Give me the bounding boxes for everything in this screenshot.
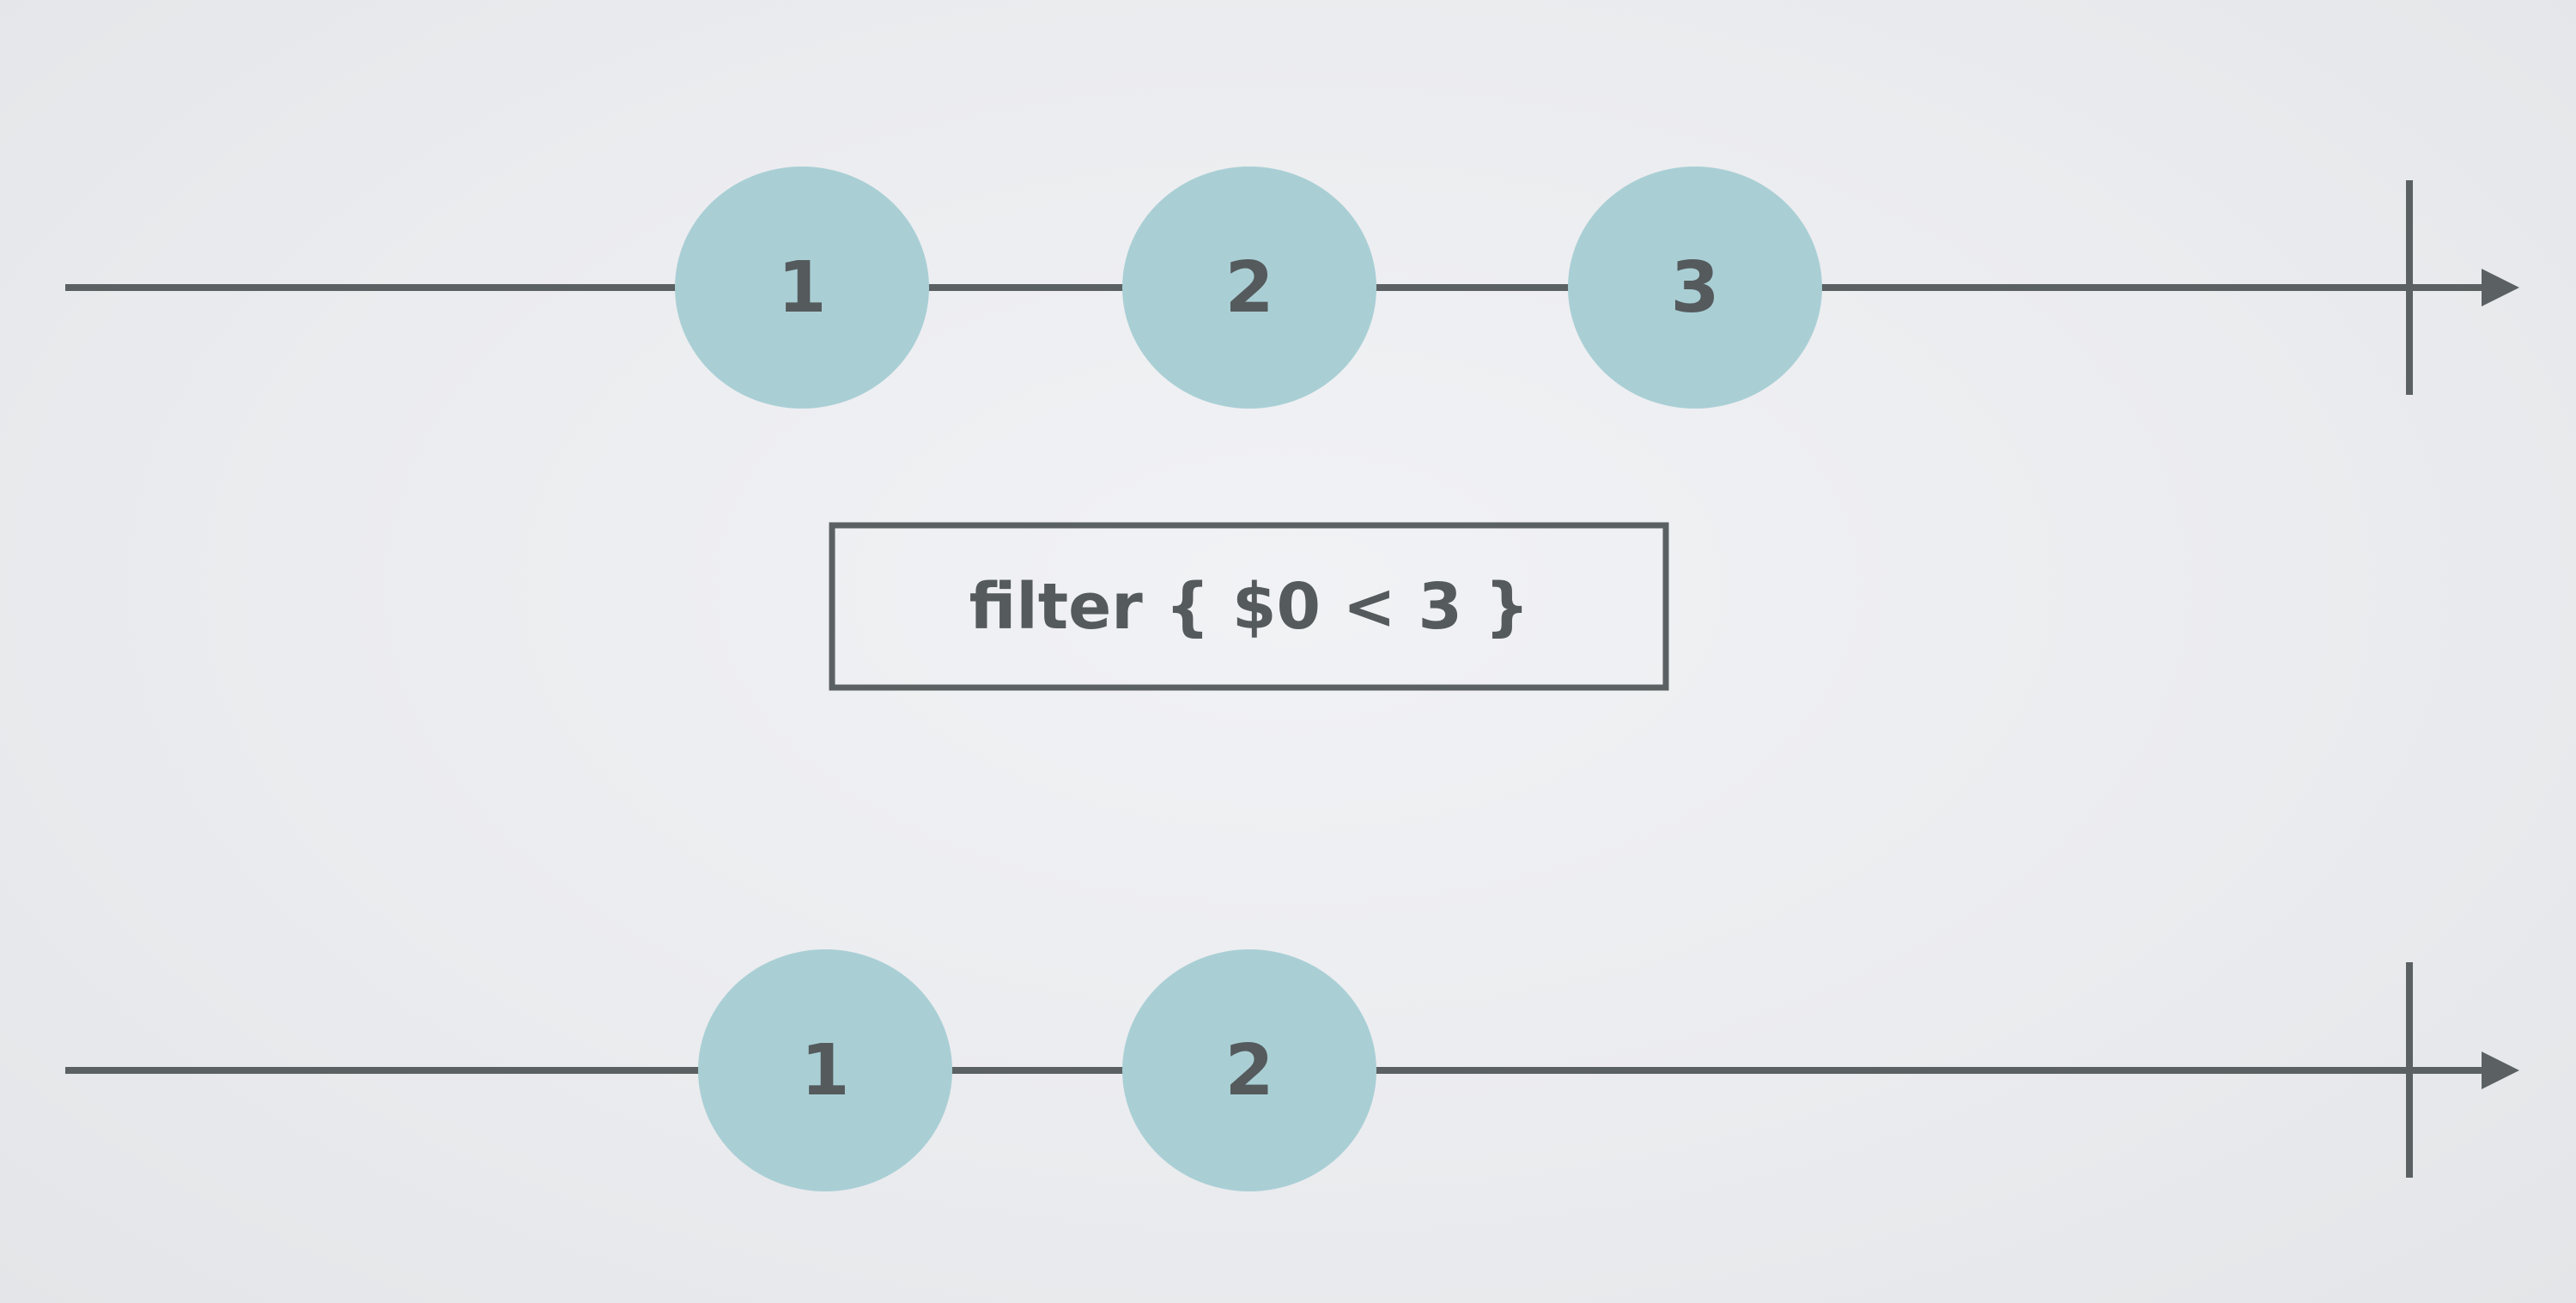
marble-circle: [1568, 167, 1822, 409]
input-marble-2: 2: [1122, 167, 1376, 409]
marble-value: 1: [777, 247, 826, 329]
operator-label: filter { $0 < 3 }: [969, 570, 1530, 644]
input-stream: 1 2 3: [65, 167, 2519, 409]
marble-circle: [675, 167, 929, 409]
input-marble-3: 3: [1568, 167, 1822, 409]
input-timeline-arrowhead: [2482, 269, 2519, 306]
marble-value: 1: [800, 1030, 849, 1112]
output-marble-1: 1: [698, 949, 952, 1191]
input-marble-1: 1: [675, 167, 929, 409]
marble-value: 3: [1670, 247, 1719, 329]
output-stream: 1 2: [65, 949, 2519, 1191]
marble-value: 2: [1224, 1030, 1273, 1112]
marble-circle: [698, 949, 952, 1191]
marble-circle: [1122, 949, 1376, 1191]
operator-box: filter { $0 < 3 }: [829, 522, 1669, 691]
output-marble-2: 2: [1122, 949, 1376, 1191]
output-timeline-arrowhead: [2482, 1051, 2519, 1089]
marble-circle: [1122, 167, 1376, 409]
marble-value: 2: [1224, 247, 1273, 329]
operator-box-frame: [829, 522, 1669, 691]
